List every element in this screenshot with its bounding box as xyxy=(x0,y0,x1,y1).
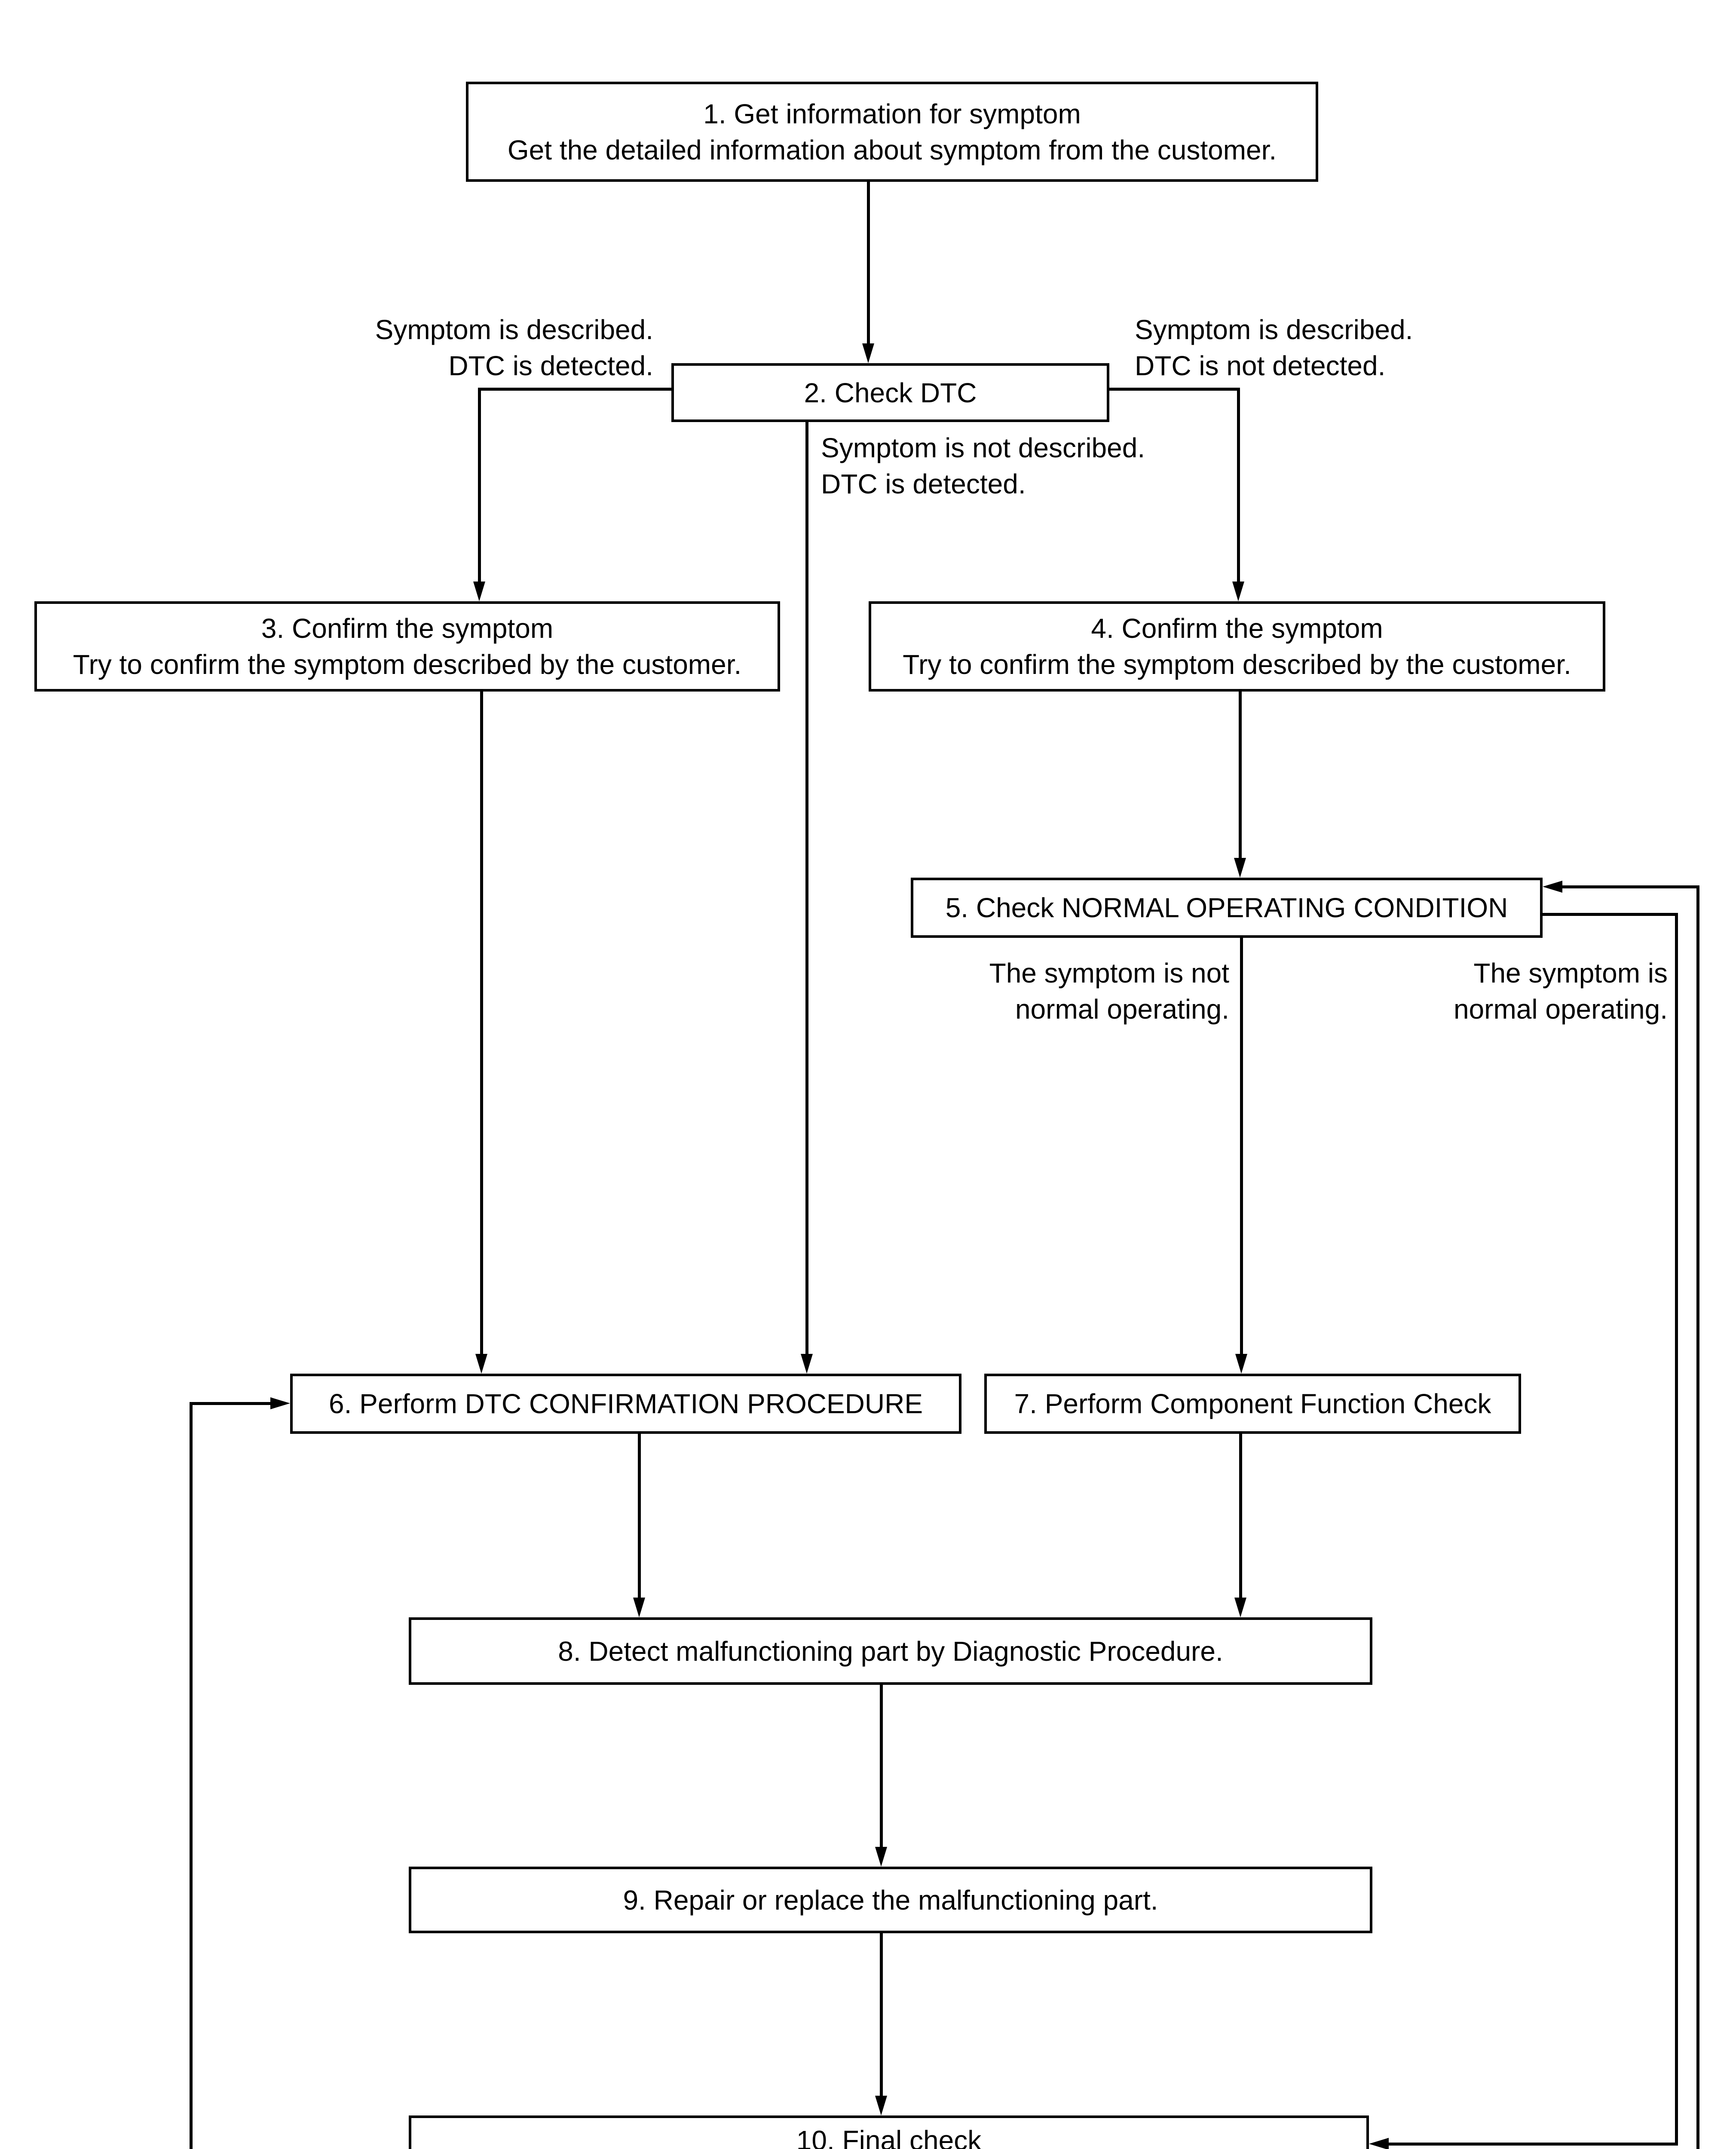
edge-label-symptom-not-normal-operating: The symptom is not normal operating. xyxy=(877,955,1229,1027)
edge-box9-to-box10 xyxy=(880,1932,883,2097)
edge-box2-to-box3 xyxy=(478,388,481,583)
node-title: 6. Perform DTC CONFIRMATION PROCEDURE xyxy=(329,1388,923,1419)
node-2-check-dtc: 2. Check DTC xyxy=(671,363,1109,422)
node-title: 1. Get information for symptom xyxy=(703,98,1081,129)
arrowhead-into-box5-from-box4 xyxy=(1234,858,1246,878)
arrowhead-into-box6-from-box2 xyxy=(801,1354,813,1374)
arrowhead-into-box5-right xyxy=(1543,881,1562,893)
edge-box2-to-box4 xyxy=(1109,388,1238,391)
edge-box10-to-box6-ng xyxy=(191,1402,272,1405)
arrowhead-into-box8-from-box6 xyxy=(633,1598,645,1617)
node-title: 10. Final check xyxy=(796,2125,982,2149)
node-title: 2. Check DTC xyxy=(804,377,977,408)
edge-box10-to-box5-ng xyxy=(1561,885,1698,888)
arrowhead-into-box7 xyxy=(1235,1354,1247,1374)
edge-box2-to-box6 xyxy=(805,421,808,1356)
arrowhead-into-box6-from-box3 xyxy=(475,1354,487,1374)
edge-label-symptom-described-dtc-detected: Symptom is described. DTC is detected. xyxy=(301,312,653,384)
edge-box6-to-box8 xyxy=(638,1433,641,1599)
node-desc: Get the detailed information about sympt… xyxy=(507,134,1277,165)
node-8-detect-malfunctioning-part: 8. Detect malfunctioning part by Diagnos… xyxy=(409,1617,1372,1685)
arrowhead-into-box10-top xyxy=(875,2096,887,2115)
arrowhead-into-box10-right xyxy=(1369,2138,1389,2149)
edge-box4-to-box5 xyxy=(1239,690,1242,860)
edge-label-line: The symptom is xyxy=(1473,958,1668,989)
edge-box5-to-box10 xyxy=(1387,2143,1678,2146)
edge-label-symptom-not-described-dtc-detected: Symptom is not described. DTC is detecte… xyxy=(821,430,1294,502)
edge-label-line: normal operating. xyxy=(1453,994,1668,1025)
arrowhead-into-box6-left xyxy=(270,1397,290,1409)
edge-box10-to-box6-ng xyxy=(190,1402,193,2149)
node-title: 4. Confirm the symptom xyxy=(1091,613,1383,644)
arrowhead-into-box9 xyxy=(875,1847,887,1867)
node-1-get-information: 1. Get information for symptom Get the d… xyxy=(466,82,1318,182)
edge-box3-to-box6 xyxy=(480,690,483,1356)
edge-label-line: The symptom is not xyxy=(989,958,1229,989)
edge-label-line: DTC is detected. xyxy=(821,468,1026,499)
node-desc: Try to confirm the symptom described by … xyxy=(903,649,1571,680)
arrowhead-into-box8-from-box7 xyxy=(1234,1598,1246,1617)
edge-label-symptom-normal-operating: The symptom is normal operating. xyxy=(1315,955,1668,1027)
node-10-final-check: 10. Final check •Check that the symptom … xyxy=(409,2115,1369,2149)
edge-label-line: DTC is not detected. xyxy=(1135,350,1386,381)
node-title: 5. Check NORMAL OPERATING CONDITION xyxy=(945,892,1508,923)
arrowhead-into-box3 xyxy=(473,582,485,601)
node-9-repair-or-replace: 9. Repair or replace the malfunctioning … xyxy=(409,1867,1372,1933)
edge-box5-to-box10 xyxy=(1543,913,1678,916)
edge-box5-to-box10 xyxy=(1675,913,1678,2146)
edge-box7-to-box8 xyxy=(1239,1433,1242,1599)
edge-label-line: Symptom is described. xyxy=(375,314,653,345)
edge-label-symptom-described-dtc-not-detected: Symptom is described. DTC is not detecte… xyxy=(1135,312,1543,384)
node-3-confirm-symptom: 3. Confirm the symptom Try to confirm th… xyxy=(34,601,780,692)
edge-label-line: Symptom is not described. xyxy=(821,432,1145,463)
arrowhead-into-box2 xyxy=(862,343,874,363)
node-title: 7. Perform Component Function Check xyxy=(1014,1388,1491,1419)
node-title: 9. Repair or replace the malfunctioning … xyxy=(623,1884,1158,1916)
node-title: 8. Detect malfunctioning part by Diagnos… xyxy=(558,1635,1223,1667)
edge-box2-to-box3 xyxy=(478,388,674,391)
node-title: 3. Confirm the symptom xyxy=(261,613,554,644)
node-4-confirm-symptom: 4. Confirm the symptom Try to confirm th… xyxy=(869,601,1605,692)
node-6-perform-dtc-confirmation-procedure: 6. Perform DTC CONFIRMATION PROCEDURE xyxy=(290,1374,961,1434)
edge-label-line: normal operating. xyxy=(1015,994,1229,1025)
node-5-check-normal-operating-condition: 5. Check NORMAL OPERATING CONDITION xyxy=(911,878,1543,938)
edge-label-line: DTC is detected. xyxy=(448,350,653,381)
arrowhead-into-box4 xyxy=(1232,582,1244,601)
edge-box8-to-box9 xyxy=(880,1684,883,1849)
edge-label-line: Symptom is described. xyxy=(1135,314,1413,345)
edge-box10-to-box5-ng xyxy=(1696,885,1699,2149)
node-7-perform-component-function-check: 7. Perform Component Function Check xyxy=(984,1374,1521,1434)
edge-box2-to-box4 xyxy=(1237,388,1240,583)
edge-box1-to-box2 xyxy=(867,182,870,345)
edge-box5-to-box7 xyxy=(1240,937,1243,1356)
node-desc: Try to confirm the symptom described by … xyxy=(73,649,742,680)
